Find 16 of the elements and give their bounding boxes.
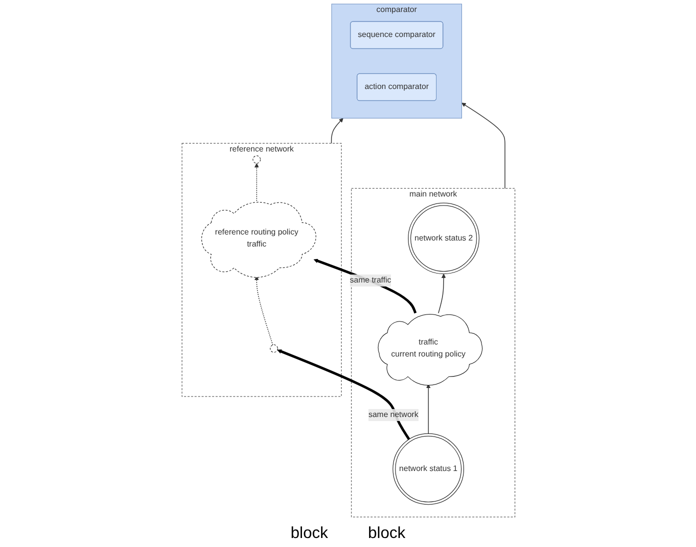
block-label: block (368, 525, 406, 543)
arrow (254, 163, 258, 202)
arrow (276, 349, 410, 440)
arrow (330, 118, 343, 144)
arrow (426, 384, 430, 434)
block-label: block (290, 525, 328, 543)
node-circle (252, 156, 260, 164)
node-circle: network status 2 (408, 202, 479, 274)
node-circle: network status 1 (392, 433, 464, 505)
edge-label: same network (368, 410, 418, 420)
node-circle (269, 344, 278, 353)
arrow (461, 102, 505, 189)
edge-label: same traffic (349, 276, 391, 284)
arrow (313, 258, 416, 314)
arrow (254, 276, 273, 346)
arrow (438, 274, 446, 314)
